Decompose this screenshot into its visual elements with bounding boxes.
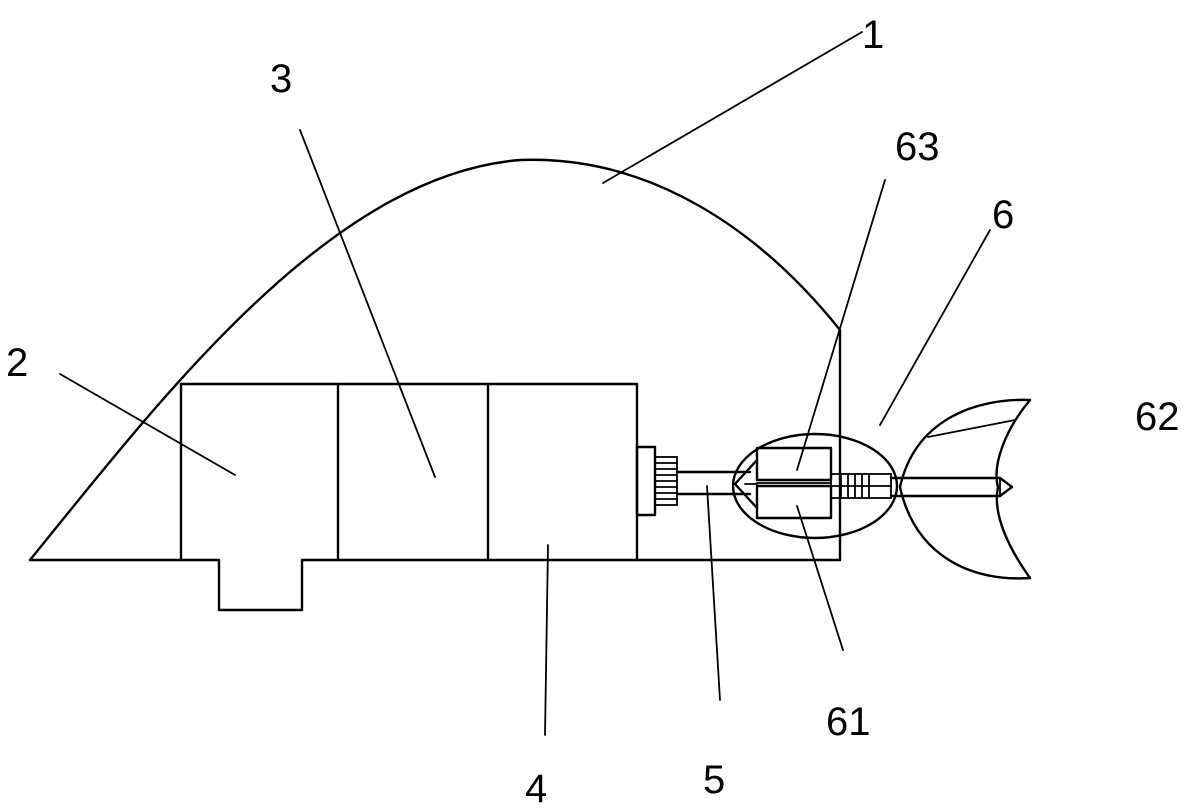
- leader-6: [879, 229, 991, 426]
- hub-block-upper: [755, 446, 833, 482]
- propeller-enclosure: [731, 432, 899, 540]
- label-1: 1: [862, 13, 884, 57]
- gear-teeth: [654, 462, 678, 500]
- cover-shell: [28, 158, 842, 562]
- label-61: 61: [826, 700, 871, 744]
- label-4: 4: [525, 767, 547, 811]
- thread-marks: [830, 473, 892, 499]
- prop-shaft-tip: [998, 476, 1014, 498]
- leader-2: [59, 373, 236, 476]
- label-5: 5: [703, 758, 725, 802]
- leader-5: [706, 485, 721, 701]
- housing-outline: [179, 382, 639, 612]
- label-2: 2: [6, 341, 28, 385]
- leader-4: [544, 544, 549, 736]
- leader-63: [796, 179, 886, 471]
- propeller-blade: [898, 398, 1032, 580]
- leader-61: [796, 505, 844, 651]
- nose-cone: [733, 458, 759, 510]
- leader-3: [299, 129, 436, 478]
- label-3: 3: [270, 57, 292, 101]
- label-63: 63: [895, 125, 940, 169]
- coupling-flange: [635, 445, 657, 517]
- hub-block-lower: [755, 484, 833, 520]
- label-6: 6: [992, 193, 1014, 237]
- leader-62: [927, 419, 1016, 438]
- label-62: 62: [1135, 395, 1180, 439]
- leader-1: [602, 31, 863, 184]
